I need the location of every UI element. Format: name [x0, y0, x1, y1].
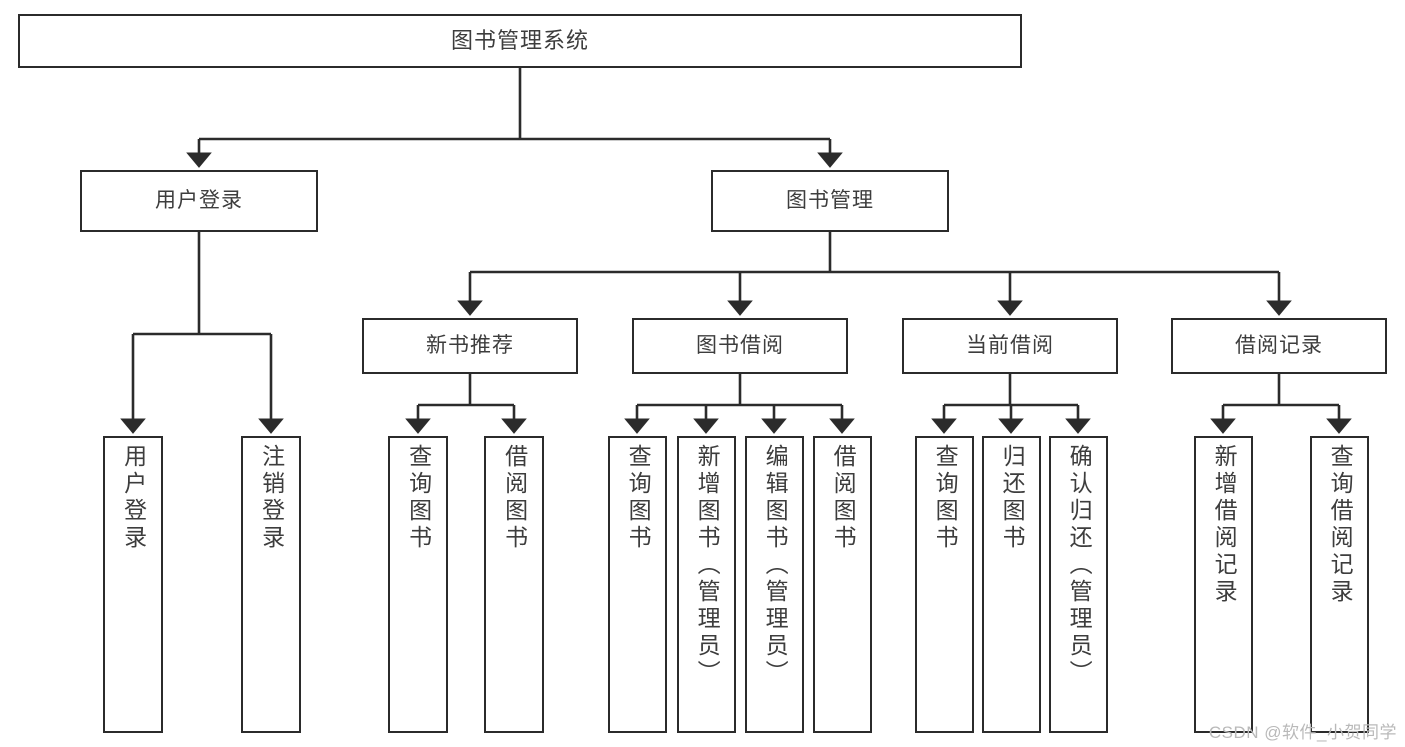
node-leaf-user-login[interactable]: 用户登录	[103, 436, 163, 733]
node-leaf-query-book-1[interactable]: 查询图书	[388, 436, 448, 733]
node-label: 用户登录	[120, 444, 147, 552]
node-label: 图书借阅	[696, 333, 784, 357]
csdn-watermark: CSDN @软件_小贺同学	[1208, 723, 1397, 742]
node-label: 查询借阅记录	[1327, 444, 1354, 606]
node-book-borrow[interactable]: 图书借阅	[632, 318, 848, 374]
node-label: 图书管理系统	[450, 28, 589, 54]
node-leaf-edit-book-admin[interactable]: 编辑图书（管理员）	[745, 436, 804, 733]
node-current-borrow[interactable]: 当前借阅	[902, 318, 1118, 374]
node-leaf-borrow-book-2[interactable]: 借阅图书	[813, 436, 872, 733]
node-label: 借阅记录	[1235, 333, 1323, 357]
node-leaf-user-logout[interactable]: 注销登录	[241, 436, 301, 733]
node-label: 注销登录	[258, 444, 285, 552]
node-leaf-confirm-return-admin[interactable]: 确认归还（管理员）	[1049, 436, 1108, 733]
node-label: 新书推荐	[426, 333, 514, 357]
node-label: 查询图书	[405, 444, 432, 552]
node-label: 查询图书	[625, 444, 652, 552]
node-root-system[interactable]: 图书管理系统	[18, 14, 1022, 68]
node-label: 编辑图书（管理员）	[762, 444, 789, 687]
node-leaf-query-book-3[interactable]: 查询图书	[915, 436, 974, 733]
node-label: 当前借阅	[966, 333, 1054, 357]
node-label: 用户登录	[155, 188, 243, 212]
node-new-book-recommend[interactable]: 新书推荐	[362, 318, 578, 374]
node-leaf-add-book-admin[interactable]: 新增图书（管理员）	[677, 436, 736, 733]
node-leaf-borrow-book-1[interactable]: 借阅图书	[484, 436, 544, 733]
node-label: 确认归还（管理员）	[1066, 444, 1093, 687]
node-label: 查询图书	[932, 444, 959, 552]
node-label: 归还图书	[999, 444, 1026, 552]
node-leaf-query-book-2[interactable]: 查询图书	[608, 436, 667, 733]
node-label: 新增图书（管理员）	[694, 444, 721, 687]
node-borrow-record[interactable]: 借阅记录	[1171, 318, 1387, 374]
node-user-login[interactable]: 用户登录	[80, 170, 318, 232]
node-label: 借阅图书	[830, 444, 857, 552]
node-book-manage[interactable]: 图书管理	[711, 170, 949, 232]
node-leaf-query-borrow-record[interactable]: 查询借阅记录	[1310, 436, 1369, 733]
node-label: 新增借阅记录	[1211, 444, 1238, 606]
node-leaf-return-book[interactable]: 归还图书	[982, 436, 1041, 733]
node-label: 图书管理	[786, 188, 874, 212]
node-label: 借阅图书	[501, 444, 528, 552]
node-leaf-add-borrow-record[interactable]: 新增借阅记录	[1194, 436, 1253, 733]
